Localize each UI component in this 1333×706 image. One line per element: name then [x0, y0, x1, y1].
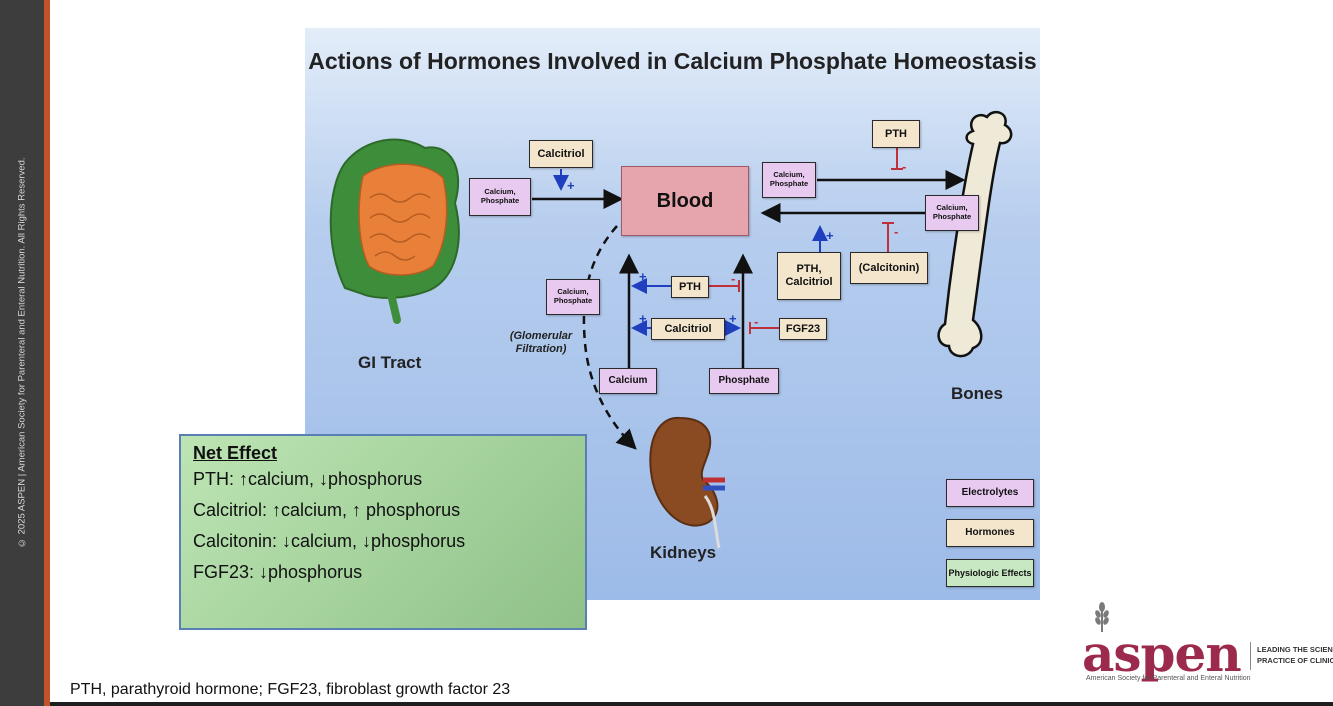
- logo-divider: [1250, 642, 1251, 670]
- glomerular-filtration-arrow: [582, 225, 637, 450]
- kidney-illustration: [649, 416, 725, 549]
- inhibit-sign: -: [902, 159, 907, 174]
- blood-box: Blood: [621, 166, 749, 236]
- legend-physiologic-effects: Physiologic Effects: [946, 559, 1034, 587]
- diagram-graphics: [329, 110, 1013, 549]
- inhibit-sign: -: [894, 224, 899, 239]
- inhibit-sign: -: [754, 314, 759, 329]
- logo-tagline-line-2: PRACTICE OF CLINICAL NUTRITION: [1257, 656, 1333, 665]
- net-effect-box: Net Effect PTH: ↑calcium, ↓phosphorus Ca…: [179, 434, 587, 630]
- diagram-title: Actions of Hormones Involved in Calcium …: [308, 48, 1037, 74]
- sidebar-accent-stripe: [44, 0, 50, 706]
- electrolyte-box-filtered: Calcium, Phosphate: [546, 279, 600, 315]
- net-effect-line: FGF23: ↓phosphorus: [193, 562, 363, 582]
- net-effect-line: Calcitriol: ↑calcium, ↑ phosphorus: [193, 500, 461, 520]
- net-effect-heading: Net Effect: [193, 443, 278, 463]
- footnote: PTH, parathyroid hormone; FGF23, fibrobl…: [70, 681, 511, 698]
- gi-tract-label: GI Tract: [358, 353, 422, 372]
- logo-subline: American Society for Parenteral and Ente…: [1086, 675, 1251, 682]
- sidebar-band: [0, 0, 50, 706]
- hormone-box-pth-bone: PTH: [872, 120, 920, 148]
- inhibit-sign: -: [731, 271, 736, 286]
- stimulate-sign: +: [567, 178, 575, 193]
- legend-hormones: Hormones: [946, 519, 1034, 547]
- electrolyte-box-calcium: Calcium: [599, 368, 657, 394]
- aspen-logo: aspen LEADING THE SCIENCE AND PRACTICE O…: [1082, 600, 1333, 692]
- stimulate-sign: +: [826, 228, 834, 243]
- hormone-box-calcitriol-gi: Calcitriol: [529, 140, 593, 168]
- electrolyte-box-phosphate: Phosphate: [709, 368, 779, 394]
- net-effect-line: Calcitonin: ↓calcium, ↓phosphorus: [193, 531, 466, 551]
- hormone-box-fgf23: FGF23: [779, 318, 827, 340]
- bone-illustration: [937, 110, 1013, 358]
- electrolyte-box-to-bone: Calcium, Phosphate: [762, 162, 816, 198]
- electrolyte-box-from-bone: Calcium, Phosphate: [925, 195, 979, 231]
- wheat-icon: [1095, 602, 1109, 632]
- logo-tagline: LEADING THE SCIENCE AND PRACTICE OF CLIN…: [1257, 644, 1333, 666]
- hormone-box-pth-calcitriol: PTH, Calcitriol: [777, 252, 841, 300]
- hormone-box-calcitriol-kidney: Calcitriol: [651, 318, 725, 340]
- stimulate-sign: +: [639, 269, 647, 284]
- hormone-box-calcitonin: (Calcitonin): [850, 252, 928, 284]
- electrolyte-box-gi: Calcium, Phosphate: [469, 178, 531, 216]
- legend-electrolytes: Electrolytes: [946, 479, 1034, 507]
- logo-tagline-line-1: LEADING THE SCIENCE AND: [1257, 645, 1333, 654]
- hormone-box-pth-kidney: PTH: [671, 276, 709, 298]
- glomerular-filtration-label: (Glomerular Filtration): [509, 330, 573, 356]
- bones-label: Bones: [951, 384, 1003, 403]
- bottom-rule: [50, 702, 1333, 706]
- stimulate-sign: +: [729, 311, 737, 326]
- kidneys-label: Kidneys: [650, 543, 717, 562]
- copyright-notice: © 2025 ASPEN | American Society for Pare…: [16, 157, 28, 549]
- gi-tract-illustration: [329, 138, 460, 324]
- stimulate-sign: +: [639, 311, 647, 326]
- net-effect-line: PTH: ↑calcium, ↓phosphorus: [193, 469, 423, 489]
- aspen-wordmark: aspen: [1082, 624, 1242, 683]
